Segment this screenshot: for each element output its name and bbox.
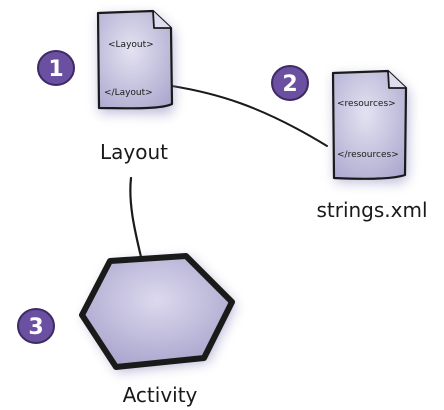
connector-layout-strings — [171, 85, 328, 147]
badge-2: 2 — [271, 65, 309, 101]
strings-label: strings.xml — [316, 198, 427, 222]
strings-doc-close-tag: </resources> — [337, 150, 399, 160]
badge-1-number: 1 — [48, 57, 63, 82]
layout-doc-open-tag: <Layout> — [108, 40, 154, 50]
strings-document-icon: <resources> </resources> — [331, 69, 409, 183]
layout-document-icon: <Layout> </Layout> — [96, 9, 174, 114]
activity-hexagon-icon — [79, 253, 236, 372]
strings-doc-open-tag: <resources> — [337, 99, 396, 109]
activity-label: Activity — [123, 383, 198, 407]
layout-label: Layout — [100, 140, 168, 164]
layout-doc-close-tag: </Layout> — [104, 88, 153, 98]
badge-3-number: 3 — [28, 315, 43, 340]
badge-2-number: 2 — [282, 72, 297, 97]
connector-layout-activity — [129, 176, 143, 259]
badge-3: 3 — [17, 308, 55, 344]
badge-1: 1 — [37, 50, 75, 86]
